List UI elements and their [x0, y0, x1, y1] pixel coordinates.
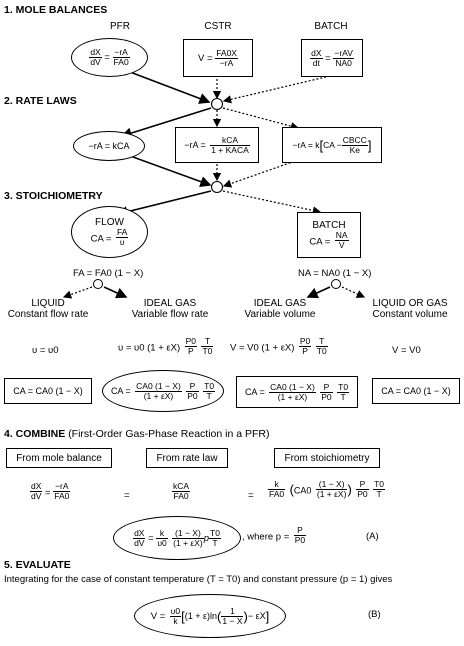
conc-liquid: CA = CA0 (1 − X)	[4, 378, 92, 404]
from-mole-balance-tag: From mole balance	[6, 448, 112, 468]
section-rate-laws: 2. RATE LAWS	[4, 95, 77, 107]
batch-label: BATCH	[314, 21, 348, 32]
equals-1: =	[124, 490, 130, 501]
const-volume-eq: V = V0	[392, 345, 421, 356]
cstr-mole-balance: V = FA0X−rA	[183, 39, 253, 77]
equation-tag-b: (B)	[368, 609, 381, 620]
rate-law-first-order: −rA = kCA	[73, 131, 145, 161]
liquid-flow-eq: υ = υ0	[32, 345, 59, 356]
section-combine: 4. COMBINE (First-Order Gas-Phase Reacti…	[4, 428, 270, 440]
evaluate-text: Integrating for the case of constant tem…	[4, 574, 393, 585]
section-mole-balances: 1. MOLE BALANCES	[4, 4, 108, 16]
conc-const-volume: CA = CA0 (1 − X)	[372, 378, 460, 404]
equation-tag-a: (A)	[366, 531, 379, 542]
cstr-label: CSTR	[204, 21, 232, 32]
batch-moles-eq: NA = NA0 (1 − X)	[298, 268, 372, 279]
equals-2: =	[248, 490, 254, 501]
from-rate-law-tag: From rate law	[146, 448, 228, 468]
section-evaluate: 5. EVALUATE	[4, 559, 71, 571]
section-stoichiometry: 3. STOICHIOMETRY	[4, 190, 103, 202]
flow-molar-eq: FA = FA0 (1 − X)	[73, 268, 144, 279]
pfr-label: PFR	[110, 21, 130, 32]
from-stoichiometry-tag: From stoichiometry	[274, 448, 380, 468]
